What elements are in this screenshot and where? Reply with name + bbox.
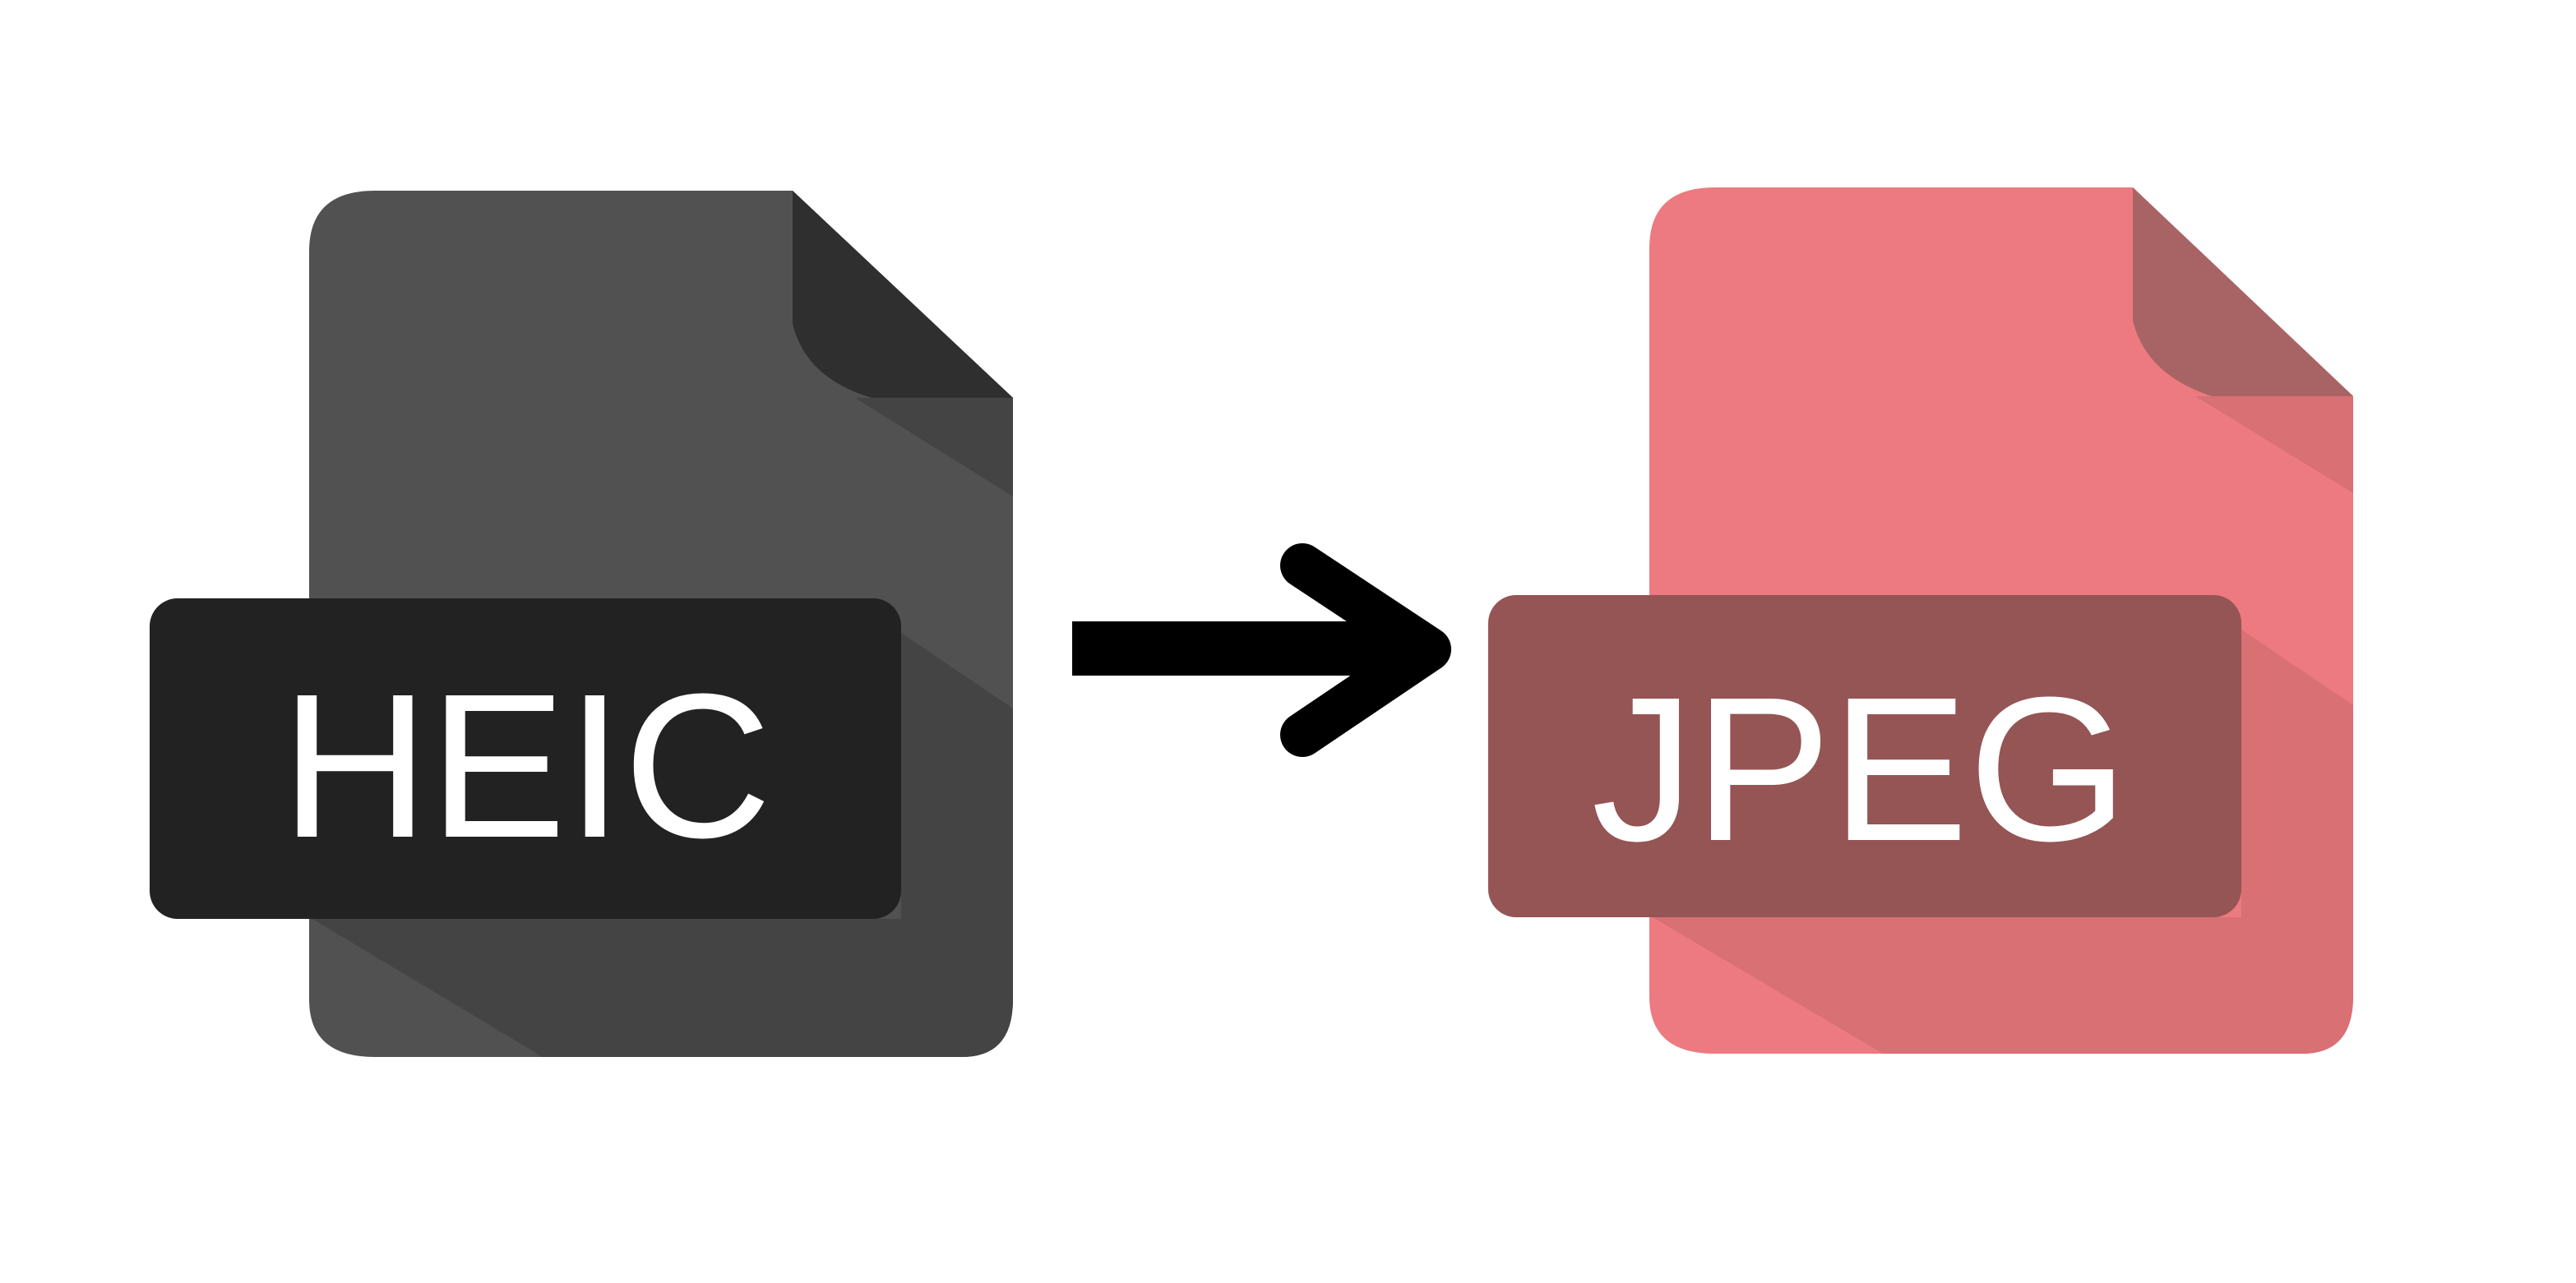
jpeg-file-shadow xyxy=(1653,396,2353,1054)
heic-label: HEIC xyxy=(280,651,771,880)
jpeg-file-fold xyxy=(2133,187,2353,396)
arrow-right-icon xyxy=(1072,543,1451,757)
heic-file-icon: HEIC xyxy=(150,191,1013,1057)
heic-label-box xyxy=(150,598,901,919)
heic-file-fold xyxy=(793,191,1013,398)
jpeg-label-box xyxy=(1488,595,2241,917)
jpeg-label: JPEG xyxy=(1592,654,2129,884)
jpeg-file-icon: JPEG xyxy=(1488,187,2353,1054)
heic-file-shadow xyxy=(312,398,1013,1057)
